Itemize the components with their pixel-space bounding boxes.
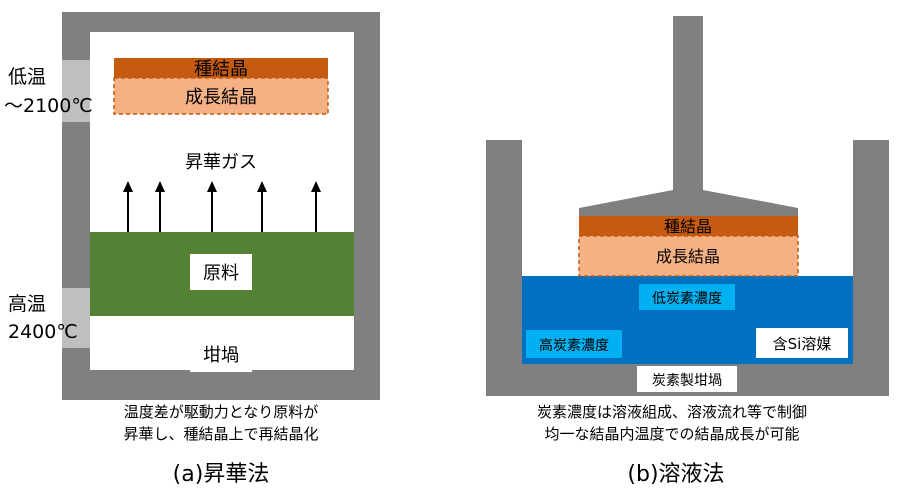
seed-crystal-bar	[579, 216, 798, 236]
seed-holder	[579, 190, 798, 218]
grown-crystal-box	[578, 235, 799, 277]
solution-description-line1: 炭素濃度は溶液組成、溶液流れ等で制御	[537, 403, 807, 421]
grown-crystal-label: 成長結晶	[185, 87, 257, 108]
gas-arrows	[123, 181, 321, 232]
low-temp-label: 低温	[8, 66, 46, 88]
carbon-crucible-label: 炭素製坩堝	[652, 373, 722, 389]
low-temp-zone	[62, 60, 90, 122]
crucible-wall-right-side	[853, 140, 889, 396]
solution-diagram: 種結晶 成長結晶 低炭素濃度 高炭素濃度 含Si溶媒 炭素製坩堝 炭素濃度は溶液…	[486, 16, 889, 487]
sublimation-description-line2: 昇華し、種結晶上で再結晶化	[123, 425, 318, 443]
high-temp-label: 高温	[8, 293, 46, 315]
crucible-wall-left-side	[486, 140, 522, 396]
seed-crystal-label: 種結晶	[664, 217, 712, 236]
crucible-label: 坩堝	[203, 345, 239, 366]
grown-crystal-label: 成長結晶	[656, 247, 720, 266]
gas-arrowhead-1	[123, 181, 133, 192]
low-temp-value: ～2100℃	[4, 95, 93, 117]
high-carbon-label-box	[526, 330, 622, 358]
gas-arrowhead-3	[207, 181, 217, 192]
raw-material-label-box	[190, 254, 252, 290]
seed-shaft	[673, 16, 703, 192]
sublimation-diagram: 種結晶 成長結晶 昇華ガス 原料 坩堝 低温 ～2100℃	[4, 12, 380, 487]
solvent-label-box	[756, 328, 848, 358]
sublimation-gas-label: 昇華ガス	[185, 152, 257, 173]
grown-crystal-box	[113, 77, 329, 115]
high-carbon-label: 高炭素濃度	[539, 337, 609, 354]
seed-crystal-bar	[114, 58, 328, 78]
sublimation-caption: (a)昇華法	[173, 462, 270, 487]
gas-arrowhead-2	[155, 181, 165, 192]
raw-material-label: 原料	[203, 263, 239, 284]
carbon-crucible-label-box	[637, 366, 737, 392]
solution-description-line2: 均一な結晶内温度での結晶成長が可能	[544, 425, 799, 443]
high-temp-zone	[62, 288, 90, 348]
high-temp-value: 2400℃	[8, 321, 78, 343]
low-carbon-label-box	[639, 284, 735, 310]
solvent-label: 含Si溶媒	[773, 335, 832, 353]
sublimation-description-line1: 温度差が駆動力となり原料が	[124, 403, 319, 421]
low-carbon-label: 低炭素濃度	[652, 291, 722, 307]
seed-crystal-label: 種結晶	[194, 59, 248, 80]
gas-arrowhead-4	[257, 181, 267, 192]
gas-arrowhead-5	[311, 181, 321, 192]
crucible-label-box	[190, 336, 252, 372]
solution-caption: (b)溶液法	[627, 462, 724, 487]
crucible-lid	[114, 12, 328, 32]
